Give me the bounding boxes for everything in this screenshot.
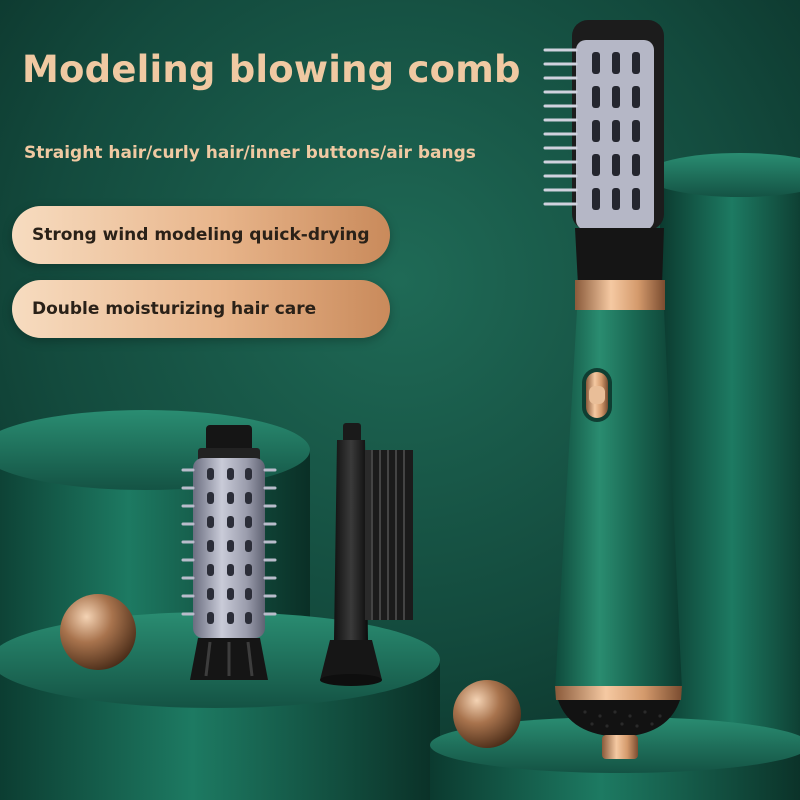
product-title: Modeling blowing comb	[22, 48, 521, 91]
hair-dryer-brush	[543, 20, 682, 759]
feature-badge-quick-drying: Strong wind modeling quick-drying	[12, 206, 390, 264]
round-brush-attachment	[181, 425, 277, 680]
product-subtitle: Straight hair/curly hair/inner buttons/a…	[24, 143, 476, 163]
feature-badge-label: Double moisturizing hair care	[32, 299, 317, 319]
comb-attachment	[320, 423, 413, 686]
feature-badge-label: Strong wind modeling quick-drying	[32, 225, 370, 245]
feature-badge-hair-care: Double moisturizing hair care	[12, 280, 390, 338]
